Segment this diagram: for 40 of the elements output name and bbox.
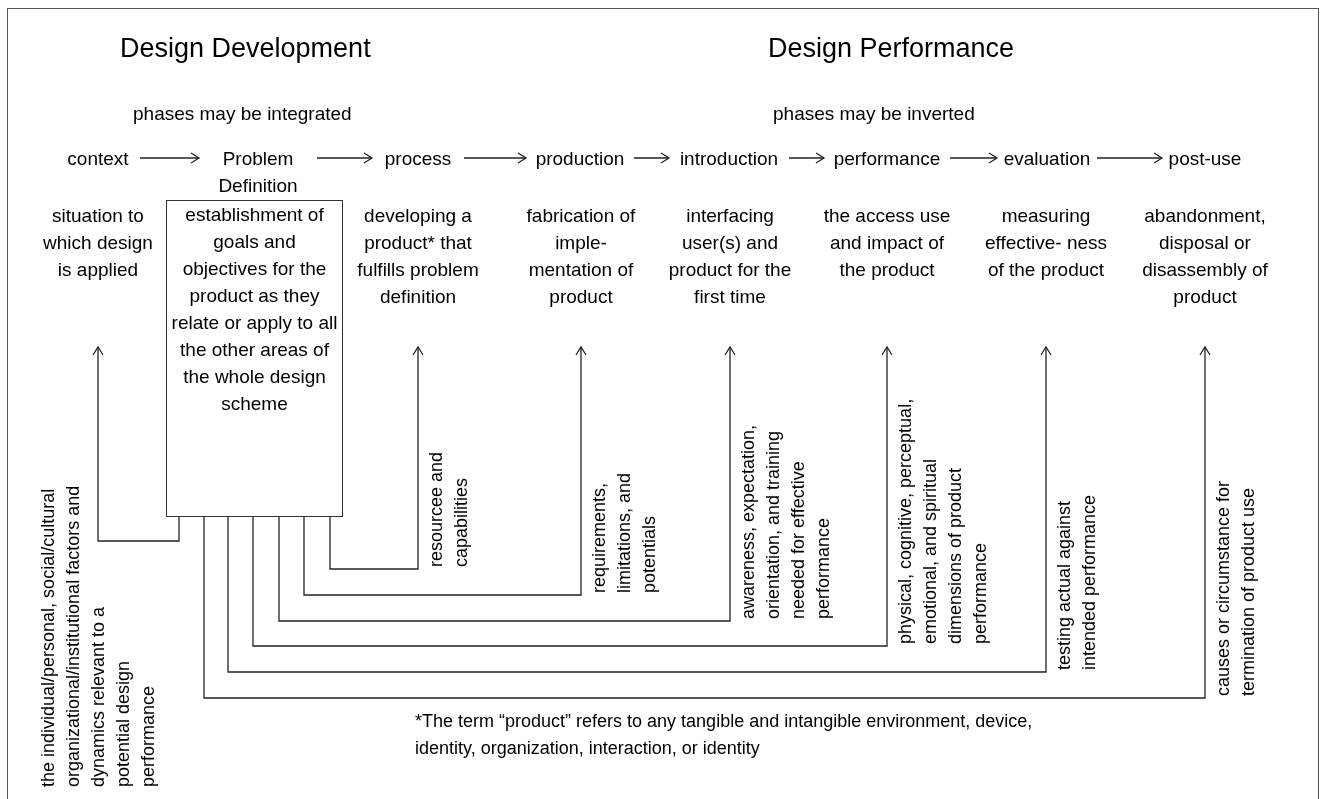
section-heading: Design Development: [120, 32, 372, 65]
footnote: *The term “product” refers to any tangible and intangible environment, device, identity, organization, interaction, or identity: [415, 710, 1034, 760]
connector-arrow: [252, 346, 893, 647]
phase-description: abandonment, disposal or disassembly of product: [1132, 202, 1278, 345]
phase-note: phases may be inverted: [773, 102, 976, 126]
edge-label: requirements, limitations, and potentials: [588, 471, 660, 593]
connector-arrow: [329, 346, 424, 570]
phase-description: developing a product* that fulfills problem definition: [353, 202, 483, 345]
edge-label: resourcee and capabilities: [425, 450, 472, 567]
connector-arrow: [278, 346, 736, 622]
edge-label: awareness, expectation, orientation, and training needed for effective performance: [737, 423, 834, 619]
phase-label: introduction: [675, 145, 783, 171]
connector-arrow: [303, 346, 587, 596]
phase-label: evaluation: [1003, 145, 1091, 171]
section-heading: Design Performance: [768, 32, 1016, 65]
phase-label: process: [378, 145, 458, 171]
arrow: [788, 152, 825, 164]
phase-label: post-use: [1168, 145, 1242, 171]
connector-arrow: [92, 346, 180, 542]
arrow: [949, 152, 998, 164]
phase-label: context: [62, 145, 134, 171]
phase-description: fabrication of imple- mentation of product: [516, 202, 646, 345]
edge-label: the individual/personal, social/cultural organizational/institutional factors and dynamics relevant to a potential design performance: [37, 484, 159, 787]
phase-description: the access use and impact of the product: [822, 202, 952, 345]
arrow: [1096, 152, 1163, 164]
connector-arrow: [203, 346, 1211, 699]
phase-description: interfacing user(s) and product for the first time: [662, 202, 798, 345]
phase-label: production: [532, 145, 628, 171]
arrow: [316, 152, 373, 164]
phase-description: measuring effective- ness of the product: [981, 202, 1111, 345]
edge-label: physical, cognitive, perceptual, emotional, and spiritual dimensions of product performance: [894, 397, 991, 644]
definition-box: establishment of goals and objectives for the product as they relate or apply to all the other areas of the whole design scheme: [166, 200, 343, 517]
edge-label: testing actual against intended performance: [1053, 493, 1100, 670]
phase-label: performance: [830, 145, 944, 171]
phase-description: situation to which design is applied: [43, 202, 153, 345]
connector-arrow: [227, 346, 1052, 673]
phase-note: phases may be integrated: [133, 102, 353, 126]
arrow: [633, 152, 670, 164]
arrow: [139, 152, 200, 164]
arrow: [463, 152, 527, 164]
